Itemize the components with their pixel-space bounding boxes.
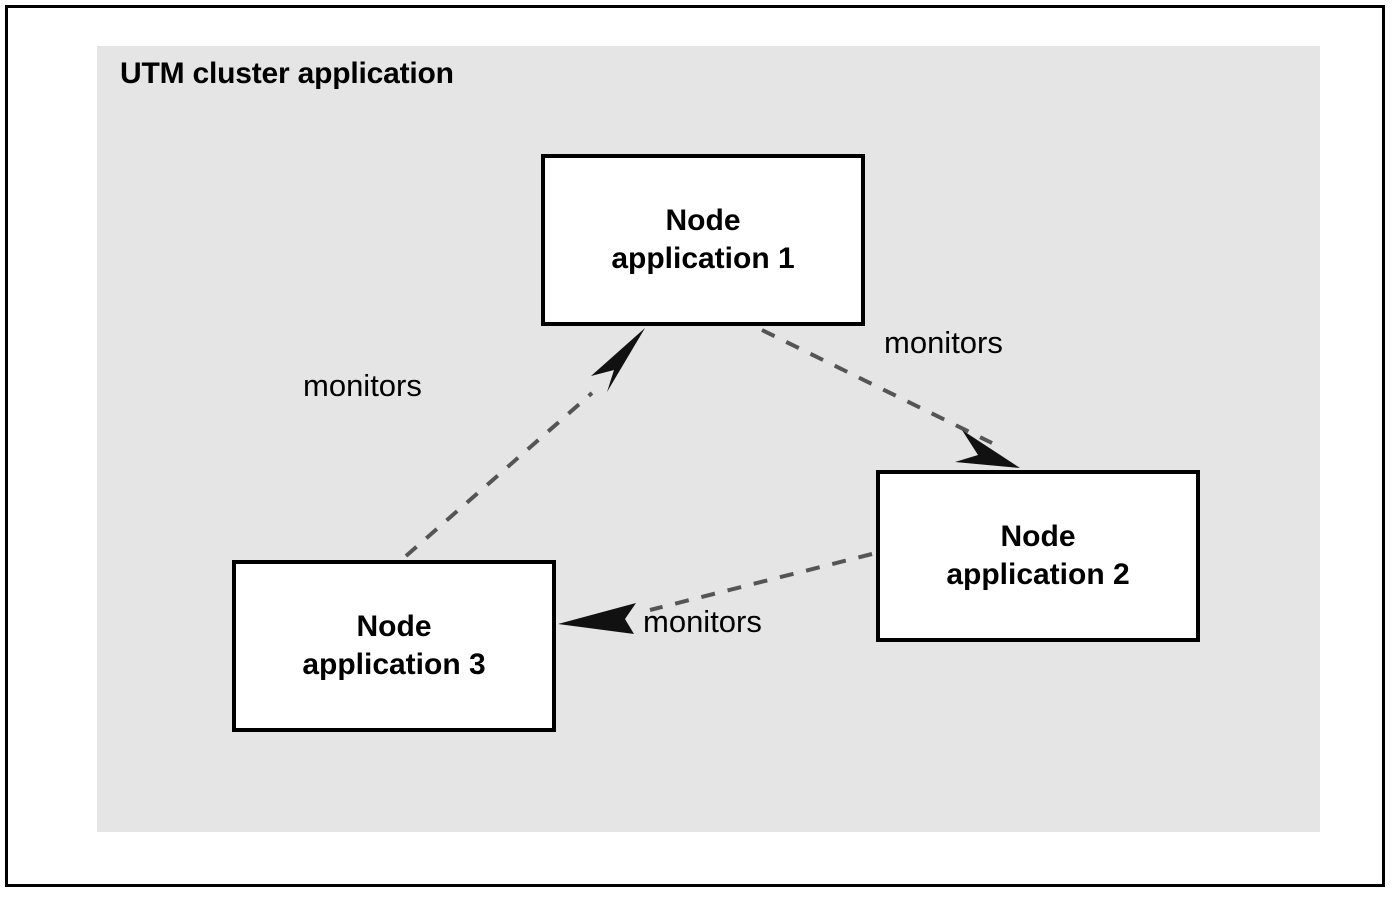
- panel-title: UTM cluster application: [120, 57, 454, 90]
- node-application-3-label-line1: Node: [356, 609, 432, 643]
- edge-label-node1-to-node2: monitors: [884, 325, 1003, 360]
- edge-label-node2-to-node3: monitors: [643, 604, 762, 639]
- node-application-2-label-line2: application 2: [946, 558, 1130, 591]
- node-application-2-box[interactable]: Node application 2: [876, 470, 1200, 642]
- node-application-1-label-line1: Node: [665, 203, 741, 237]
- node-application-3-label-line2: application 3: [302, 648, 486, 681]
- node-application-2-label-line1: Node: [1000, 519, 1076, 553]
- node-application-1-box[interactable]: Node application 1: [541, 154, 865, 326]
- node-application-1-label-line2: application 1: [611, 242, 795, 275]
- edge-label-node3-to-node1: monitors: [303, 368, 422, 403]
- node-application-3-box[interactable]: Node application 3: [232, 560, 556, 732]
